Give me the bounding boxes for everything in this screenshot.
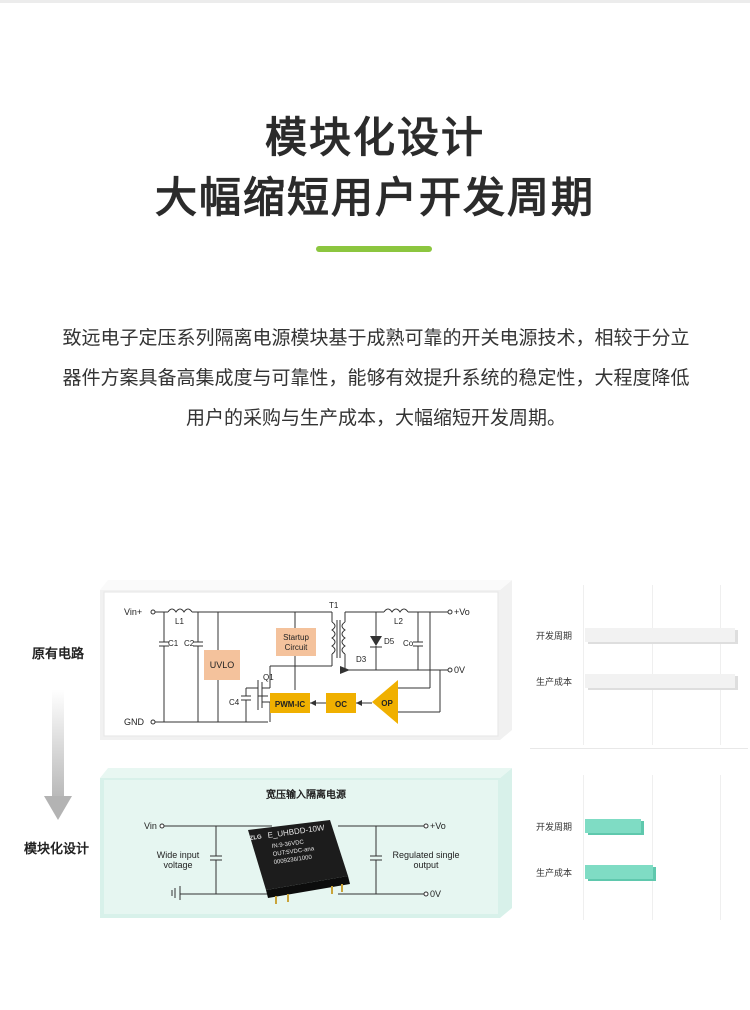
- chip-line-3: OUT:5VDC-ana: [272, 846, 315, 858]
- regulated-label-1: Regulated single: [392, 850, 459, 860]
- chart-divider: [530, 748, 748, 749]
- uvlo-label: UVLO: [210, 660, 235, 670]
- accent-bar: [316, 246, 432, 252]
- module-zero-label: 0V: [430, 889, 441, 899]
- wide-input-label-2: voltage: [163, 860, 192, 870]
- zero-label: 0V: [454, 665, 465, 675]
- t1-label: T1: [329, 601, 339, 610]
- grid-line: [720, 775, 721, 920]
- bar: [585, 819, 641, 833]
- startup-label-1: Startup: [283, 633, 309, 642]
- startup-block: [276, 628, 316, 656]
- chip-logo: ZLG: [249, 834, 262, 842]
- grid-line: [583, 585, 584, 745]
- bar: [585, 628, 735, 642]
- grid-line: [652, 585, 653, 745]
- regulated-label-2: output: [413, 860, 439, 870]
- oc-label: OC: [335, 700, 347, 709]
- c2-label: C2: [184, 639, 195, 648]
- chip-line-4: 0009236/1000: [273, 855, 312, 866]
- grid-line: [720, 585, 721, 745]
- original-circuit-panel: Vin+ GND +Vo 0V L1 L2 C1 C2 C4 Co T1 D3 …: [100, 580, 512, 740]
- row-label-original: 原有电路: [32, 647, 85, 662]
- top-divider: [0, 0, 750, 3]
- vo-label: +Vo: [454, 607, 470, 617]
- pwm-label: PWM-IC: [275, 700, 305, 709]
- grid-line: [652, 775, 653, 920]
- module-vo-label: +Vo: [430, 821, 446, 831]
- chip-line-2: IN:9-36VDC: [271, 839, 305, 850]
- q1-label: Q1: [263, 673, 274, 682]
- power-module-chip: ZLG E_UHBDD-10W IN:9-36VDC OUT:5VDC-ana …: [248, 820, 350, 904]
- down-arrow-icon: [44, 690, 72, 820]
- uvlo-block: [204, 650, 240, 680]
- description-text: 致远电子定压系列隔离电源模块基于成熟可靠的开关电源技术，相较于分立器件方案具备高…: [62, 327, 690, 429]
- row-label-modular: 模块化设计: [24, 842, 90, 857]
- module-title: 宽压输入隔离电源: [265, 788, 346, 801]
- oc-block: [326, 693, 356, 713]
- bar: [585, 674, 735, 688]
- c1-label: C1: [168, 639, 179, 648]
- bar-label: 开发周期: [536, 632, 573, 642]
- bar: [585, 865, 653, 879]
- module-vin-label: Vin: [144, 821, 157, 831]
- page-subtitle: 大幅缩短用户开发周期: [154, 173, 595, 222]
- bar-label: 开发周期: [536, 823, 573, 833]
- l2-label: L2: [394, 617, 403, 626]
- grid-line: [583, 775, 584, 920]
- d5-label: D5: [384, 637, 395, 646]
- gnd-label: GND: [124, 717, 145, 727]
- startup-label-2: Circuit: [285, 643, 308, 652]
- bar-label: 生产成本: [536, 869, 573, 879]
- modular-circuit-panel: ZLG E_UHBDD-10W IN:9-36VDC OUT:5VDC-ana …: [100, 768, 512, 918]
- d3-label: D3: [356, 655, 367, 664]
- bar-label: 生产成本: [536, 678, 573, 688]
- vin-label: Vin+: [124, 607, 142, 617]
- op-block: [372, 680, 398, 724]
- l1-label: L1: [175, 617, 184, 626]
- op-label: OP: [381, 699, 393, 708]
- wide-input-label-1: Wide input: [157, 850, 200, 860]
- page-title: 模块化设计: [264, 113, 485, 162]
- pwm-ic-block: [270, 693, 310, 713]
- co-label: Co: [403, 639, 414, 648]
- c4-label: C4: [229, 698, 240, 707]
